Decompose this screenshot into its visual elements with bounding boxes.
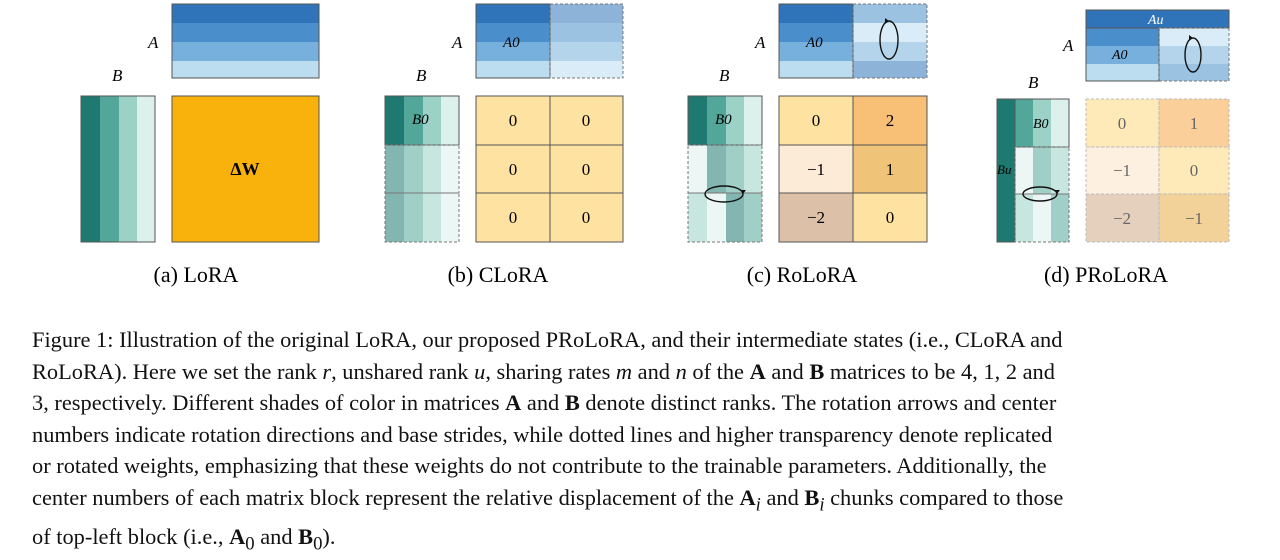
prolora-bu-label: Bu bbox=[997, 162, 1012, 177]
rolora-cell: 0 bbox=[886, 208, 895, 227]
prolora-cell: 0 bbox=[1118, 114, 1127, 133]
lora-delta-w-label: ΔW bbox=[230, 159, 259, 179]
prolora-a-label: A bbox=[1062, 36, 1074, 55]
rolora-cell: −1 bbox=[807, 160, 825, 179]
lora-matrix-a bbox=[171, 3, 320, 79]
prolora-b-rotation-arrow bbox=[1022, 186, 1060, 202]
lora-delta-w bbox=[171, 95, 320, 243]
prolora-cell: −2 bbox=[1113, 209, 1131, 228]
panel-lora: A B ΔW (a) LoRA bbox=[80, 3, 320, 287]
prolora-cell: −1 bbox=[1113, 161, 1131, 180]
caption-line: Figure 1: Illustration of the original L… bbox=[32, 327, 1063, 352]
rolora-b-rotation-arrow bbox=[704, 185, 746, 203]
rolora-matrix-a bbox=[778, 3, 928, 79]
rolora-cell: −2 bbox=[807, 208, 825, 227]
rolora-cell: 0 bbox=[812, 111, 821, 130]
rolora-cell: 1 bbox=[886, 160, 895, 179]
prolora-a0-label: A0 bbox=[1111, 48, 1128, 63]
caption-rolora: (c) RoLoRA bbox=[747, 262, 858, 287]
prolora-matrix-b bbox=[996, 98, 1070, 243]
prolora-b-label: B bbox=[1028, 73, 1039, 92]
lora-a-label: A bbox=[147, 33, 159, 52]
rolora-cell: 2 bbox=[886, 111, 895, 130]
rolora-b0-label: B0 bbox=[715, 112, 732, 128]
lora-matrix-b bbox=[80, 95, 156, 243]
clora-cell: 0 bbox=[582, 208, 591, 227]
caption-line: RoLoRA). Here we set the rank r, unshare… bbox=[32, 358, 1055, 384]
caption-lora: (a) LoRA bbox=[154, 262, 239, 287]
clora-matrix-b bbox=[384, 95, 460, 243]
rolora-b-label: B bbox=[719, 66, 730, 85]
lora-b-label: B bbox=[112, 66, 123, 85]
panel-rolora: A0 A B B0 bbox=[687, 3, 928, 287]
prolora-matrix-a bbox=[1085, 9, 1230, 82]
clora-cell: 0 bbox=[582, 160, 591, 179]
panel-prolora: Au A0 A B B0 Bu bbox=[996, 9, 1230, 287]
caption-line: of top-left block (i.e., A0 and B0). bbox=[32, 524, 336, 555]
caption-prolora: (d) PRoLoRA bbox=[1044, 262, 1168, 287]
caption-line: 3, respectively. Different shades of col… bbox=[32, 390, 1057, 416]
figure-caption: Figure 1: Illustration of the original L… bbox=[32, 324, 1252, 560]
clora-a0-label: A0 bbox=[502, 35, 520, 51]
caption-line: numbers indicate rotation directions and… bbox=[32, 421, 1053, 447]
clora-cell: 0 bbox=[509, 160, 518, 179]
prolora-cell: 0 bbox=[1190, 161, 1199, 180]
rolora-delta-grid: 0 2 −1 1 −2 0 bbox=[778, 95, 928, 243]
prolora-cell: −1 bbox=[1185, 209, 1203, 228]
figure-stage: A B ΔW (a) LoRA A0 A B bbox=[32, 3, 1230, 555]
prolora-b0-label: B0 bbox=[1033, 117, 1049, 132]
panel-clora: A0 A B B0 0 0 0 0 0 bbox=[384, 3, 624, 287]
rolora-matrix-b bbox=[687, 95, 763, 243]
clora-a-label: A bbox=[451, 33, 463, 52]
prolora-au-label: Au bbox=[1147, 13, 1164, 28]
clora-cell: 0 bbox=[509, 111, 518, 130]
rolora-a0-label: A0 bbox=[805, 35, 823, 51]
caption-line: center numbers of each matrix block repr… bbox=[32, 484, 1064, 516]
clora-cell: 0 bbox=[509, 208, 518, 227]
figure-diagram: A B ΔW (a) LoRA A0 A B bbox=[80, 3, 1230, 287]
rolora-a-rotation-arrow bbox=[879, 18, 899, 60]
clora-matrix-a bbox=[475, 3, 624, 79]
prolora-delta-grid: 0 1 −1 0 −2 −1 bbox=[1085, 98, 1230, 243]
prolora-cell: 1 bbox=[1190, 114, 1199, 133]
rolora-a-label: A bbox=[754, 33, 766, 52]
prolora-a-rotation-arrow bbox=[1184, 35, 1202, 73]
clora-delta-grid: 0 0 0 0 0 0 bbox=[475, 95, 624, 243]
clora-b0-label: B0 bbox=[412, 112, 429, 128]
clora-b-label: B bbox=[416, 66, 427, 85]
caption-line: or rotated weights, emphasizing that the… bbox=[32, 453, 1047, 479]
clora-cell: 0 bbox=[582, 111, 591, 130]
caption-clora: (b) CLoRA bbox=[448, 262, 549, 287]
